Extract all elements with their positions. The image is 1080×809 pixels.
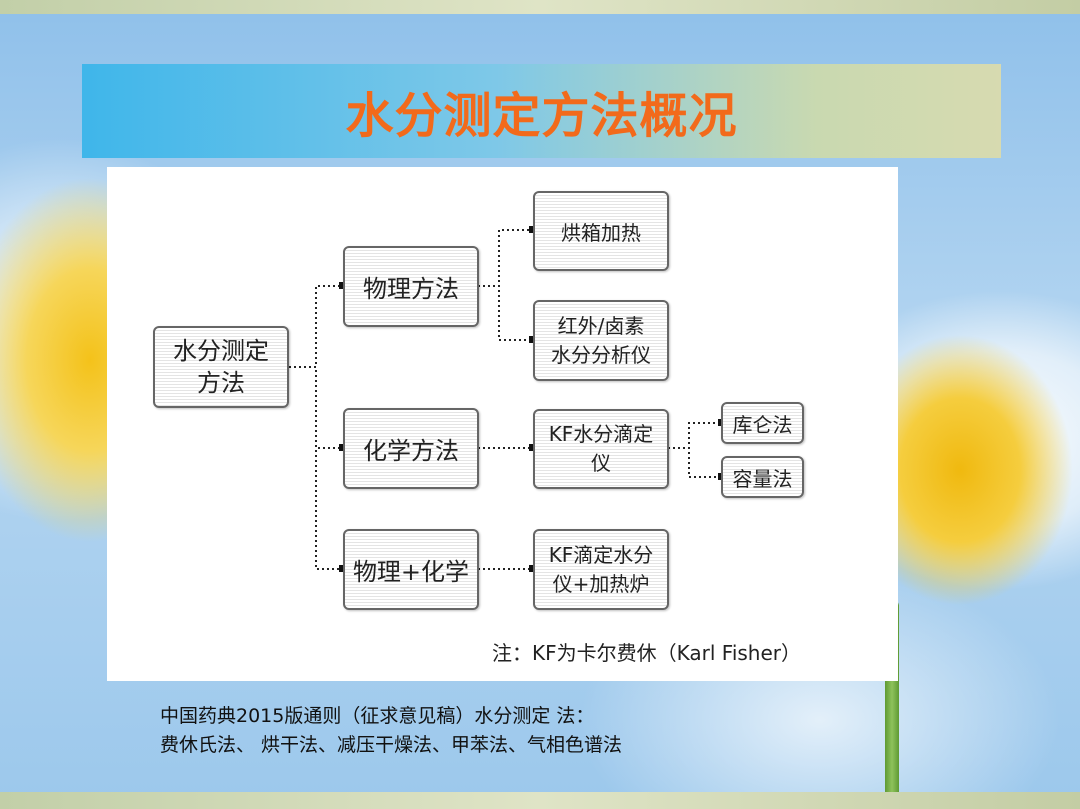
connector-kf-volumetric: [668, 447, 722, 478]
slide-title: 水分测定方法概况: [345, 88, 738, 144]
node-infrared: 红外/卤素水分分析仪: [533, 300, 669, 381]
connector-root-chemical: [289, 366, 343, 449]
method-tree-diagram: 水分测定方法 物理方法 化学方法 物理+化学 烘箱加热 红外/卤素水分分析仪 K…: [107, 167, 898, 681]
diagram-footnote: 注：KF为卡尔费休（Karl Fisher）: [492, 641, 802, 665]
node-volumetric-label: 容量法: [732, 466, 793, 491]
node-coulometric: 库仑法: [721, 402, 804, 444]
connector-dot: [529, 565, 536, 572]
node-kf-titrator: KF水分滴定仪: [533, 409, 669, 489]
caption-text: 中国药典2015版通则（征求意见稿）水分测定 法： 费休氏法、 烘干法、减压干燥…: [160, 702, 622, 760]
node-physical: 物理方法: [343, 246, 479, 327]
top-border: [0, 0, 1080, 14]
connector-root-combined: [289, 366, 343, 570]
node-chemical-label: 化学方法: [363, 437, 459, 465]
connector-dot: [529, 336, 536, 343]
node-kf-titrator-label: KF水分滴定仪: [548, 422, 654, 475]
node-chemical: 化学方法: [343, 408, 479, 489]
connector-root-physical: [289, 285, 343, 368]
connector-physical-oven: [478, 229, 533, 287]
node-volumetric: 容量法: [721, 456, 804, 498]
caption-line-1: 中国药典2015版通则（征求意见稿）水分测定 法：: [160, 705, 595, 727]
node-kf-oven: KF滴定水分仪+加热炉: [533, 529, 669, 610]
connector-dot: [339, 444, 346, 451]
connector-dot: [529, 444, 536, 451]
node-infrared-label: 红外/卤素水分分析仪: [551, 313, 651, 367]
node-combined-label: 物理+化学: [352, 558, 470, 586]
connector-physical-infrared: [478, 285, 533, 341]
node-oven: 烘箱加热: [533, 191, 669, 271]
node-oven-label: 烘箱加热: [561, 220, 641, 245]
connector-dot: [339, 282, 346, 289]
caption-line-2: 费休氏法、 烘干法、减压干燥法、甲苯法、气相色谱法: [160, 734, 623, 756]
connector-dot: [339, 565, 346, 572]
node-physical-label: 物理方法: [363, 275, 459, 303]
connector-dot: [529, 226, 536, 233]
connector-kf-coulometric: [668, 422, 722, 449]
title-bar: [82, 64, 1001, 158]
node-coulometric-label: 库仑法: [732, 412, 793, 437]
node-combined: 物理+化学: [343, 529, 479, 610]
node-kf-oven-label: KF滴定水分仪+加热炉: [548, 542, 654, 596]
node-root-label: 水分测定方法: [173, 337, 269, 397]
bottom-border: [0, 792, 1080, 809]
node-root: 水分测定方法: [153, 326, 289, 408]
